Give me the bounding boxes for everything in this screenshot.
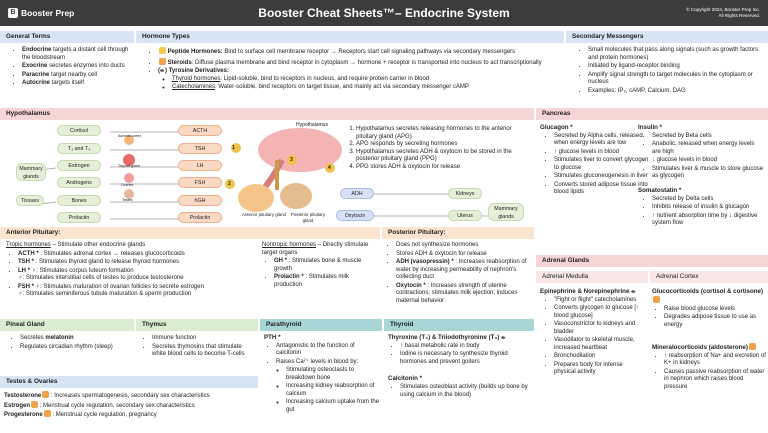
posterior-pituitary-shape [280,183,312,209]
term-autocrine: Autocrine targets itself [22,80,130,88]
steroid-icon [159,57,166,65]
glucagon-heading: Glucagon * [540,124,573,131]
posterior-label: Posterior pituitary gland [290,212,326,223]
prolactin-left-pill: Prolactin [57,212,101,223]
insulin-heading: Insulin * [638,124,663,131]
peptide-item: Peptide Hormones: Bind to surface cell m… [158,47,560,57]
term-endocrine: Endocrine targets a distant cell through… [22,47,130,62]
acth-pill: ACTH [178,125,222,136]
logo-icon: B [8,8,18,19]
lh-pill: LH [178,160,222,171]
mammary-right-pill: Mammary glands [488,203,524,221]
copyright: © Copyright 2024, Booster Prep Inc.All R… [686,7,760,18]
ovary-icon [124,173,134,183]
secondary-title: Secondary Messengers [566,31,768,43]
pineal-title: Pineal Gland [0,319,134,331]
testes-icon [124,189,134,199]
general-terms-title: General Terms [0,31,134,43]
hormone-types-title: Hormone Types [136,31,564,43]
testes-title: Testes & Ovaries [0,376,258,388]
fsh-pill: FSH [178,177,222,188]
pineal-section: Pineal Gland Secretes melatonin Regulate… [0,319,134,371]
cortisol-pill: Cortisol [57,125,101,136]
steroid-icon [748,343,756,350]
thyroid-title: Thyroid [384,319,534,331]
thyroid-icon [123,154,135,166]
parathyroid-section: Parathyroid PTH * Antagonistic to the fu… [260,319,382,433]
anterior-title: Anterior Pituitary: [0,227,380,239]
hypothalamus-title: Hypothalamus [0,108,534,120]
tsh-pill: TSH [178,143,222,154]
hypothalamus-section: Hypothalamus Cortisol T₃ and T₄ Estrogen… [0,108,534,226]
tyrosine-item: (⦵) Tyrosine Derivatives: Thyroid hormon… [158,68,560,92]
adrenal-section: Adrenal Glands Adrenal Medulla Adrenal C… [536,255,768,433]
uterus-pill: Uterus [448,210,482,221]
adrenal-icon [124,135,134,145]
secondary-messengers-section: Secondary Messengers Small molecules tha… [566,31,768,103]
secondary-item: Amplify signal strength to target molecu… [588,72,764,87]
steroid-icon [43,410,51,417]
parathyroid-title: Parathyroid [260,319,382,331]
peptide-icon [159,47,166,54]
adrenal-cortex-header: Adrenal Cortex [650,271,768,283]
term-paracrine: Paracrine target nearby cell [22,72,130,80]
pancreas-section: Pancreas Glucagon * Secreted by Alpha ce… [536,108,768,248]
hypothalamus-diagram [39,128,488,220]
tissues-pill: Tissues [16,195,44,206]
page-title: Booster Cheat Sheets™– Endocrine System [258,6,510,20]
t3t4-pill: T₃ and T₄ [57,143,101,154]
secondary-item: Initiated by ligand-receptor binding [588,63,764,71]
anterior-label: Anterior pituitary gland [242,212,286,217]
thyroid-section: Thyroid Thyroxine (T₄) & Triiodothyronin… [384,319,534,433]
steroid-icon [653,295,660,303]
somatostatin-heading: Somatostatin * [638,186,682,194]
hypothalamus-label: Hypothalamus [296,122,328,128]
thymus-section: Thymus Immune functionSecretes thymosins… [136,319,258,377]
mammary-left-pill: Mammary glands [16,163,46,181]
steroid-item: Steroids: Diffuse plasma membrane and bi… [158,57,560,68]
steroid-icon [42,391,50,398]
thymus-title: Thymus [136,319,258,331]
posterior-pituitary-section: Posterior Pituitary: Does not synthesize… [382,227,534,315]
anterior-pituitary-section: Anterior Pituitary: Tropic hormones – St… [0,227,380,315]
hypothalamus-steps: Hypothalamus secretes releasing hormones… [346,126,532,171]
hormone-types-section: Hormone Types Peptide Hormones: Bind to … [136,31,564,103]
term-exocrine: Exocrine secretes enzymes into ducts [22,63,130,71]
prolactin-right-pill: Prolactin [178,212,222,223]
hgh-pill: hGH [178,195,222,206]
steroid-icon [31,400,39,408]
estrogen-pill: Estrogen [57,160,101,171]
adrenal-medulla-header: Adrenal Medulla [536,271,648,283]
testes-ovaries-section: Testes & Ovaries Testosterone : Increase… [0,376,258,433]
catecholamines-item: Catecholamines: Water-soluble, bind rece… [172,84,560,92]
adh-pill: ADH [340,188,374,199]
general-terms-section: General Terms Endocrine targets a distan… [0,31,134,103]
secondary-item: Examples: IP₃, cAMP, Calcium, DAG [588,88,764,96]
thyroid-hormones-item: Thyroid hormones: Lipid-soluble, bind to… [172,76,560,84]
oxytocin-pill: Oxytocin [336,210,374,221]
pancreas-title: Pancreas [536,108,768,120]
anterior-pituitary-shape [238,184,274,212]
adrenal-title: Adrenal Glands [536,255,768,267]
posterior-title: Posterior Pituitary: [382,227,534,239]
kidneys-pill: Kidneys [448,188,482,199]
bones-pill: Bones [57,195,101,206]
androgens-pill: Androgens [57,177,101,188]
secondary-item: Small molecules that pass along signals … [588,47,764,62]
